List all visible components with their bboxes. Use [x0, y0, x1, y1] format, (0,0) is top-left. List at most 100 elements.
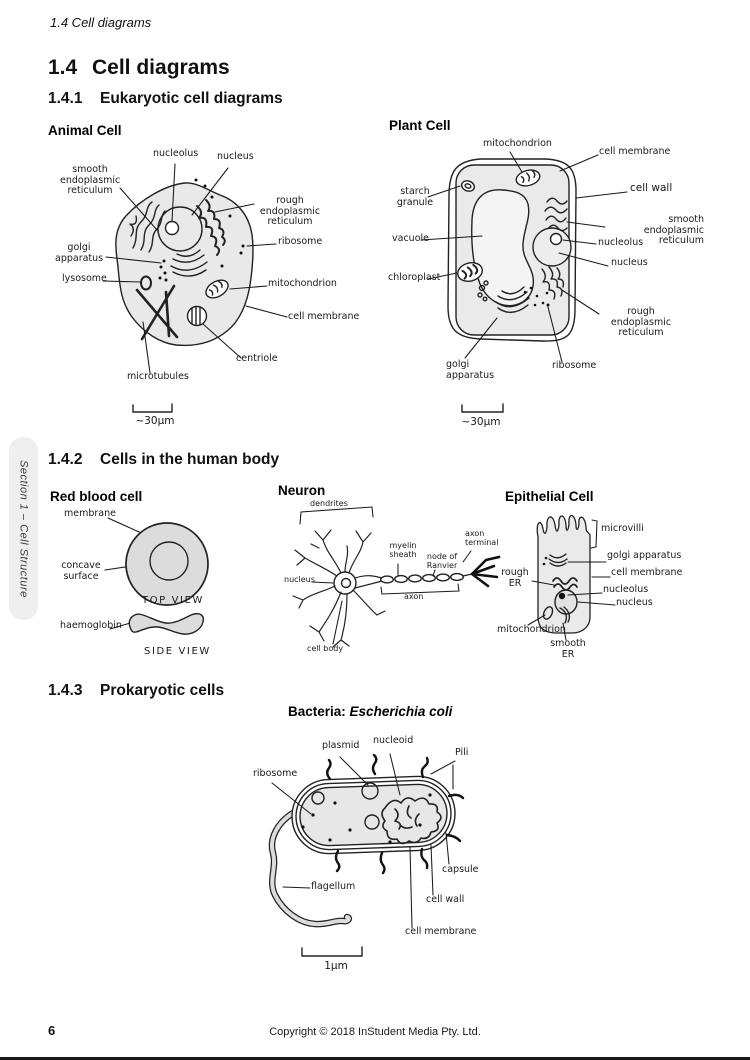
rbc-drawing [104, 517, 209, 635]
plant-label-ribosome: ribosome [552, 360, 597, 371]
epithelial-cell-diagram [527, 514, 616, 641]
bacteria-scale-bar [301, 946, 363, 957]
rbc-side-view-shape [128, 613, 205, 635]
epithelial-label-microvilli: microvilli [601, 523, 644, 534]
ribosome-dots [301, 793, 432, 844]
bacteria-title-prefix: Bacteria: [288, 704, 346, 719]
leader-lines [102, 163, 288, 374]
mitochondrion-shape [542, 606, 554, 620]
plant-cell-title: Plant Cell [389, 118, 451, 133]
flagellum-fill [270, 811, 351, 927]
animal-label-nucleus: nucleus [217, 151, 254, 162]
golgi-shape [542, 553, 568, 567]
neuron-label-myelin-sheath: myelin sheath [389, 541, 417, 560]
smooth-er-shape [544, 197, 568, 232]
sidebar-tab-label: Section 1 – Cell Structure [17, 459, 30, 598]
running-header: 1.4 Cell diagrams [50, 15, 152, 30]
bacteria-label-cell-wall: cell wall [426, 894, 465, 905]
microtubules-shape [135, 284, 179, 341]
section-sidebar-tab: Section 1 – Cell Structure [9, 437, 38, 620]
rbc-top-view-shape [125, 522, 209, 606]
rbc-label-haemoglobin: haemoglobin [60, 620, 122, 631]
bacteria-scale-label: 1μm [324, 960, 348, 972]
ribosome-dot [546, 303, 550, 307]
plant-label-mitochondrion: mitochondrion [483, 138, 552, 149]
rbc-label-concave-surface: concave surface [61, 560, 101, 582]
nucleus-shape [340, 577, 352, 589]
bacteria-diagram [268, 753, 465, 957]
plant-label-rough-er: rough endoplasmic reticulum [610, 306, 672, 339]
rbc-label-membrane: membrane [64, 508, 116, 519]
dendrites-bracket [299, 506, 374, 525]
nucleolus-shape [549, 232, 563, 246]
neuron-label-nucleus: nucleus [284, 575, 315, 584]
epithelial-label-cell-membrane: cell membrane [611, 567, 683, 578]
plant-label-cell-membrane: cell membrane [599, 146, 671, 157]
heading-title: Cell diagrams [92, 56, 230, 79]
plasmid-shapes [311, 782, 380, 830]
axon-terminal-shape [470, 555, 501, 588]
pili-shape [326, 753, 465, 875]
nucleus-shape [157, 206, 203, 252]
smooth-er-shape [129, 201, 166, 253]
rbc-label-top-view: TOP VIEW [142, 595, 204, 606]
dendrites-shape [292, 529, 386, 648]
animal-label-microtubules: microtubules [127, 371, 189, 382]
plant-scale-bar [461, 403, 504, 413]
rough-er-shape [523, 266, 565, 307]
bacteria-label-cell-membrane: cell membrane [405, 926, 477, 937]
heading-number: 1.4.1 [48, 90, 83, 107]
neuron-label-dendrites: dendrites [310, 499, 348, 508]
bacteria-label-pili: Pili [455, 747, 469, 758]
bacteria-label-plasmid: plasmid [322, 740, 360, 751]
bacteria-label-flagellum: flagellum [311, 881, 356, 892]
page-number: 6 [48, 1023, 56, 1038]
plant-label-nucleus: nucleus [611, 257, 648, 268]
ribosome-dots [194, 178, 245, 268]
neuron-diagram [292, 506, 501, 648]
leader-lines [271, 753, 456, 929]
leader-lines [420, 151, 628, 363]
bacteria-title-species: Escherichia coli [349, 704, 453, 719]
neuron-label-cell-body: cell body [307, 644, 344, 653]
plant-scale-label: ~30μm [461, 416, 501, 428]
animal-label-lysosome: lysosome [62, 273, 107, 284]
bacteria-drawing [268, 753, 465, 957]
neuron-drawing [292, 506, 501, 648]
neuron-label-node-of-ranvier: node of Ranvier [426, 552, 458, 571]
copyright-notice: Copyright © 2018 InStudent Media Pty. Lt… [269, 1026, 481, 1038]
golgi-shape [477, 280, 530, 313]
neuron-label-axon-terminal: axon terminal [465, 529, 499, 548]
heading-title: Prokaryotic cells [100, 682, 225, 699]
animal-cell-title: Animal Cell [48, 123, 122, 138]
epithelial-drawing [527, 514, 616, 641]
nucleoid-shape [381, 797, 442, 845]
heading-title: Cells in the human body [100, 451, 280, 468]
axon-shape [354, 575, 383, 589]
epithelial-label-smooth-er: smooth ER [550, 638, 586, 660]
chloroplast-shape [457, 262, 483, 282]
nucleolus-shape [558, 592, 566, 600]
rough-er-shape [196, 199, 226, 256]
plant-label-chloroplast: chloroplast [388, 272, 441, 283]
animal-label-nucleolus: nucleolus [153, 148, 199, 159]
epithelial-label-rough-er: rough ER [501, 567, 529, 589]
bacteria-label-nucleoid: nucleoid [373, 735, 414, 746]
epithelial-label-nucleus: nucleus [616, 597, 653, 608]
page-bottom-edge [0, 1057, 750, 1060]
plant-cell-diagram [420, 151, 628, 413]
heading-title: Eukaryotic cell diagrams [100, 90, 283, 107]
heading-number: 1.4.2 [48, 451, 83, 468]
golgi-shape [158, 249, 208, 282]
animal-cell-diagram [102, 163, 288, 413]
animal-scale-bar [132, 403, 173, 413]
bacteria-label-capsule: capsule [442, 864, 479, 875]
animal-label-rough-er: rough endoplasmic reticulum [259, 195, 321, 228]
epithelial-label-mitochondrion: mitochondrion [497, 624, 566, 635]
nucleolus-shape [164, 220, 180, 236]
nucleus-shape [532, 227, 572, 267]
mitochondrion-shape [515, 169, 541, 187]
